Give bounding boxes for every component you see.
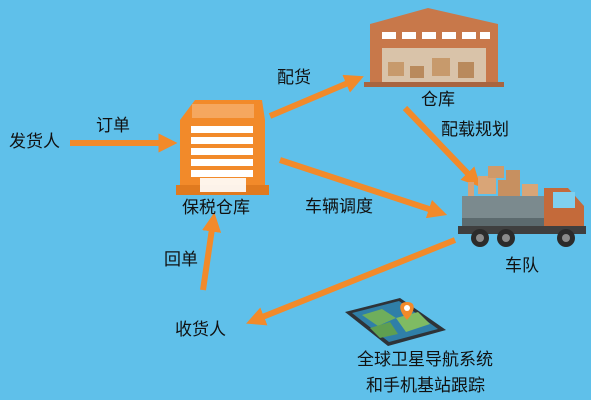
edge-label-receipt-return: 回单 — [164, 250, 198, 270]
edge-label-order: 订单 — [96, 116, 130, 136]
node-warehouse: 仓库 — [421, 90, 455, 110]
warehouse-icon — [364, 8, 504, 87]
truck-icon — [458, 166, 586, 247]
arrow-consignee-to-bonded — [200, 212, 222, 291]
phone-map-icon — [345, 298, 446, 346]
arrow-fleet-to-consignee — [246, 237, 457, 326]
node-consignee: 收货人 — [175, 320, 226, 340]
node-fleet: 车队 — [505, 256, 539, 276]
arrow-bonded-to-fleet — [279, 157, 448, 219]
bonded-warehouse-icon — [176, 100, 269, 195]
arrow-warehouse-to-fleet — [402, 105, 481, 187]
node-gps-tracking-line2: 和手机基站跟踪 — [366, 376, 485, 396]
node-gps-tracking-line1: 全球卫星导航系统 — [357, 350, 493, 370]
edge-label-distribution: 配货 — [277, 68, 311, 88]
location-pin-icon — [400, 302, 414, 320]
edge-label-load-planning: 配载规划 — [441, 120, 509, 140]
arrow-bonded-to-warehouse — [268, 74, 364, 119]
node-shipper: 发货人 — [9, 132, 60, 152]
edge-label-vehicle-dispatch: 车辆调度 — [305, 197, 373, 217]
node-bonded-warehouse: 保税仓库 — [182, 198, 250, 218]
